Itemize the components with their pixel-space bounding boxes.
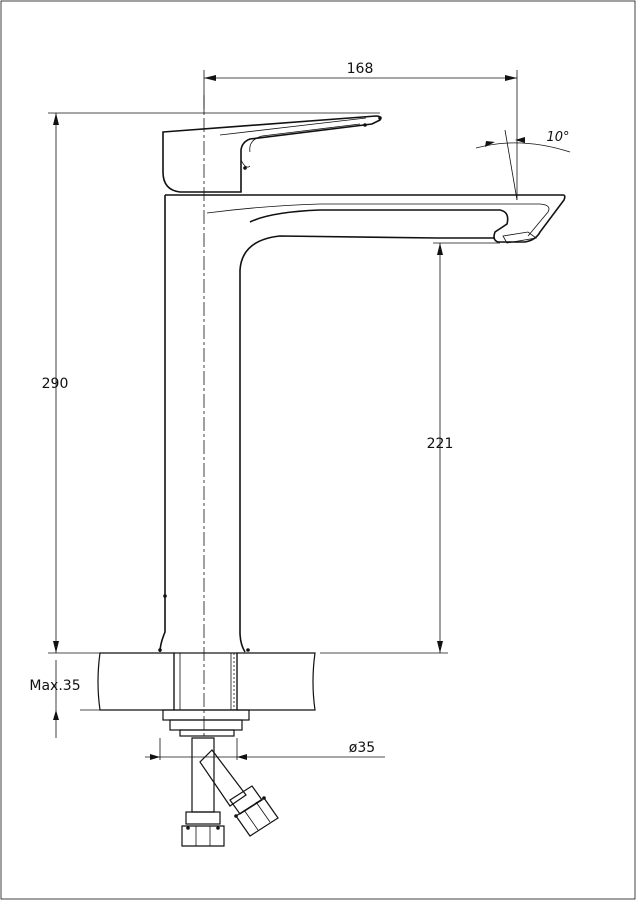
angle-dimension-label: 10° <box>546 130 569 145</box>
spout-height-dimension: 221 <box>320 242 500 654</box>
diameter-dimension: ø35 <box>145 738 385 760</box>
reach-dimension-label: 168 <box>347 61 374 77</box>
deck-thickness-dimension: Max.35 <box>29 660 81 738</box>
height-dimension: 290 <box>42 112 380 654</box>
height-dimension-label: 290 <box>42 376 69 392</box>
supply-hoses <box>181 737 279 847</box>
faucet-body <box>158 194 566 653</box>
mounting-nut <box>162 709 250 737</box>
handle-lever <box>162 115 382 193</box>
deck-thickness-label: Max.35 <box>29 678 80 694</box>
spout-height-dimension-label: 221 <box>427 436 454 452</box>
reach-dimension: 168 <box>203 61 518 200</box>
deck-section <box>80 652 316 711</box>
diameter-dimension-label: ø35 <box>349 740 375 756</box>
angle-dimension: 10° <box>475 129 571 201</box>
